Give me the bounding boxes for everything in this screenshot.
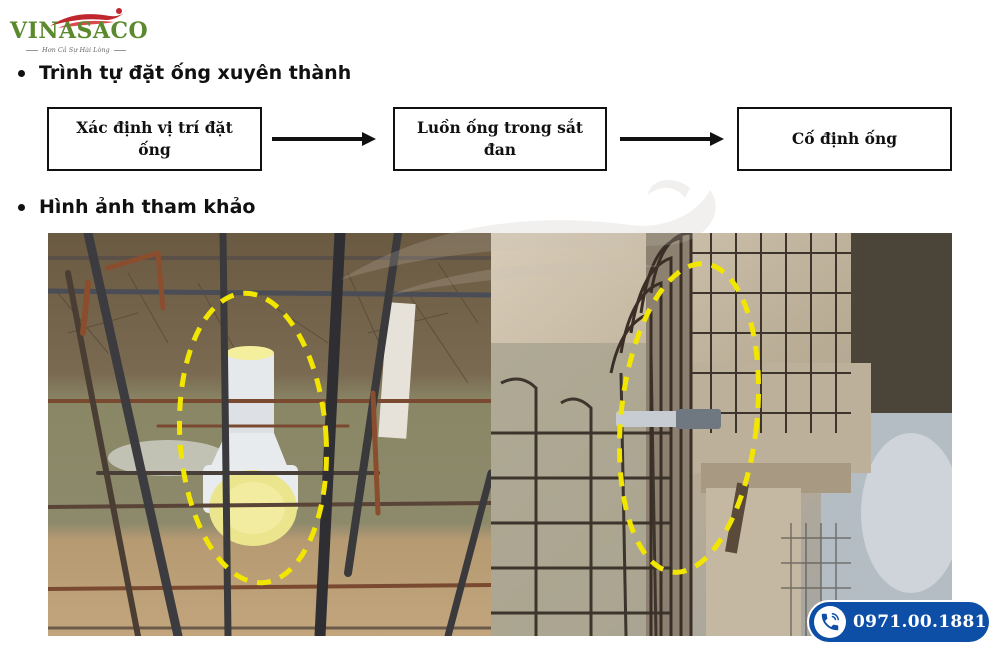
reference-heading: Hình ảnh tham khảo <box>16 196 255 218</box>
procedure-heading: Trình tự đặt ống xuyên thành <box>16 62 351 84</box>
reference-heading-text: Hình ảnh tham khảo <box>39 196 256 218</box>
phone-contact-badge[interactable]: 0971.00.1881 <box>809 602 989 642</box>
reference-photo-2 <box>491 233 952 636</box>
arrow-right-icon <box>272 132 376 146</box>
flow-step-2-label: Luồn ống trong sắt đan <box>416 118 584 159</box>
flow-step-3: Cố định ống <box>737 107 952 171</box>
flow-step-1-label: Xác định vị trí đặt ống <box>76 118 233 159</box>
vinasaco-logo: VINASACO Hơn Cả Sự Hài Lòng <box>8 4 148 56</box>
flow-step-1: Xác định vị trí đặt ống <box>47 107 262 171</box>
phone-icon <box>814 606 846 638</box>
photo-pvc-sleeve-rebar <box>48 233 491 636</box>
bullet-icon <box>18 69 25 77</box>
photo-pipe-through-wall <box>491 233 952 636</box>
bullet-icon <box>18 203 25 211</box>
logo-swoosh-icon <box>50 8 126 28</box>
phone-number[interactable]: 0971.00.1881 <box>853 612 987 632</box>
logo-tagline: Hơn Cả Sự Hài Lòng <box>22 46 130 54</box>
reference-photo-1 <box>48 233 491 636</box>
flow-step-3-label: Cố định ống <box>791 129 898 148</box>
arrow-right-icon <box>620 132 724 146</box>
procedure-heading-text: Trình tự đặt ống xuyên thành <box>39 62 352 84</box>
logo-brand-text: VINASACO <box>10 18 149 44</box>
flow-step-2: Luồn ống trong sắt đan <box>393 107 607 171</box>
